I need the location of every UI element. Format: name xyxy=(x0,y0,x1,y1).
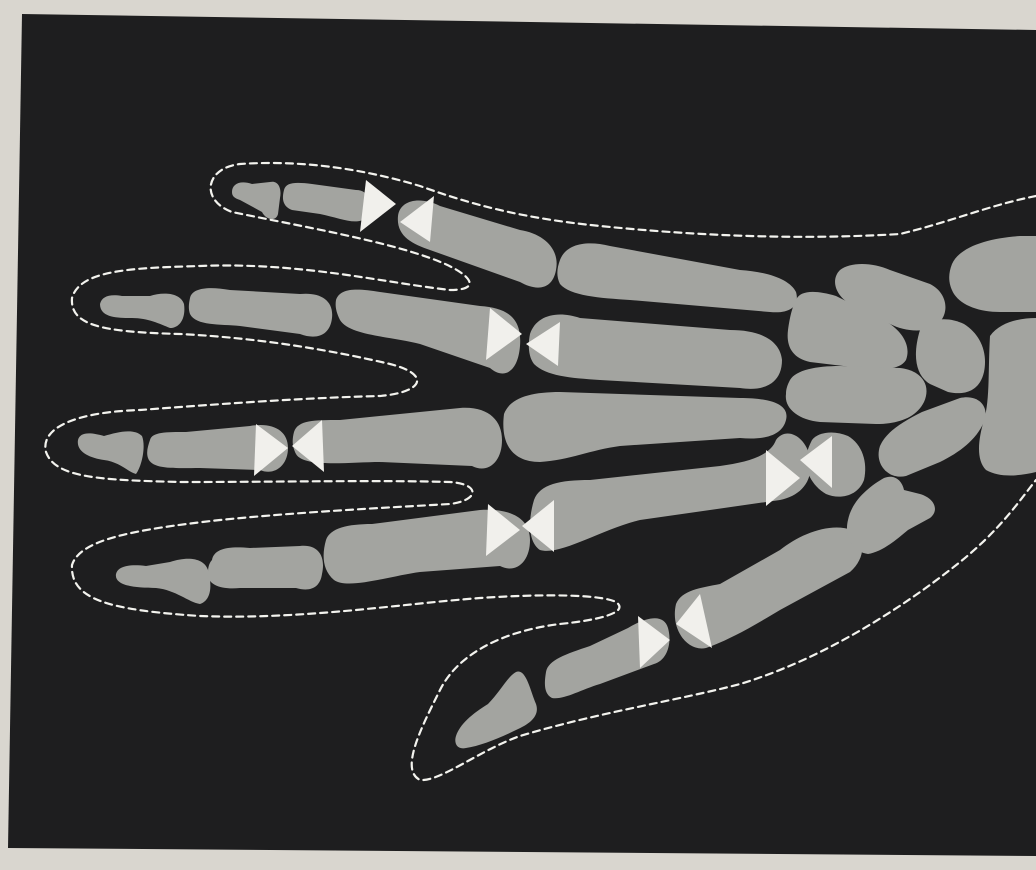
carpal-hamate xyxy=(786,366,927,424)
little-middle-phalanx xyxy=(208,546,323,590)
